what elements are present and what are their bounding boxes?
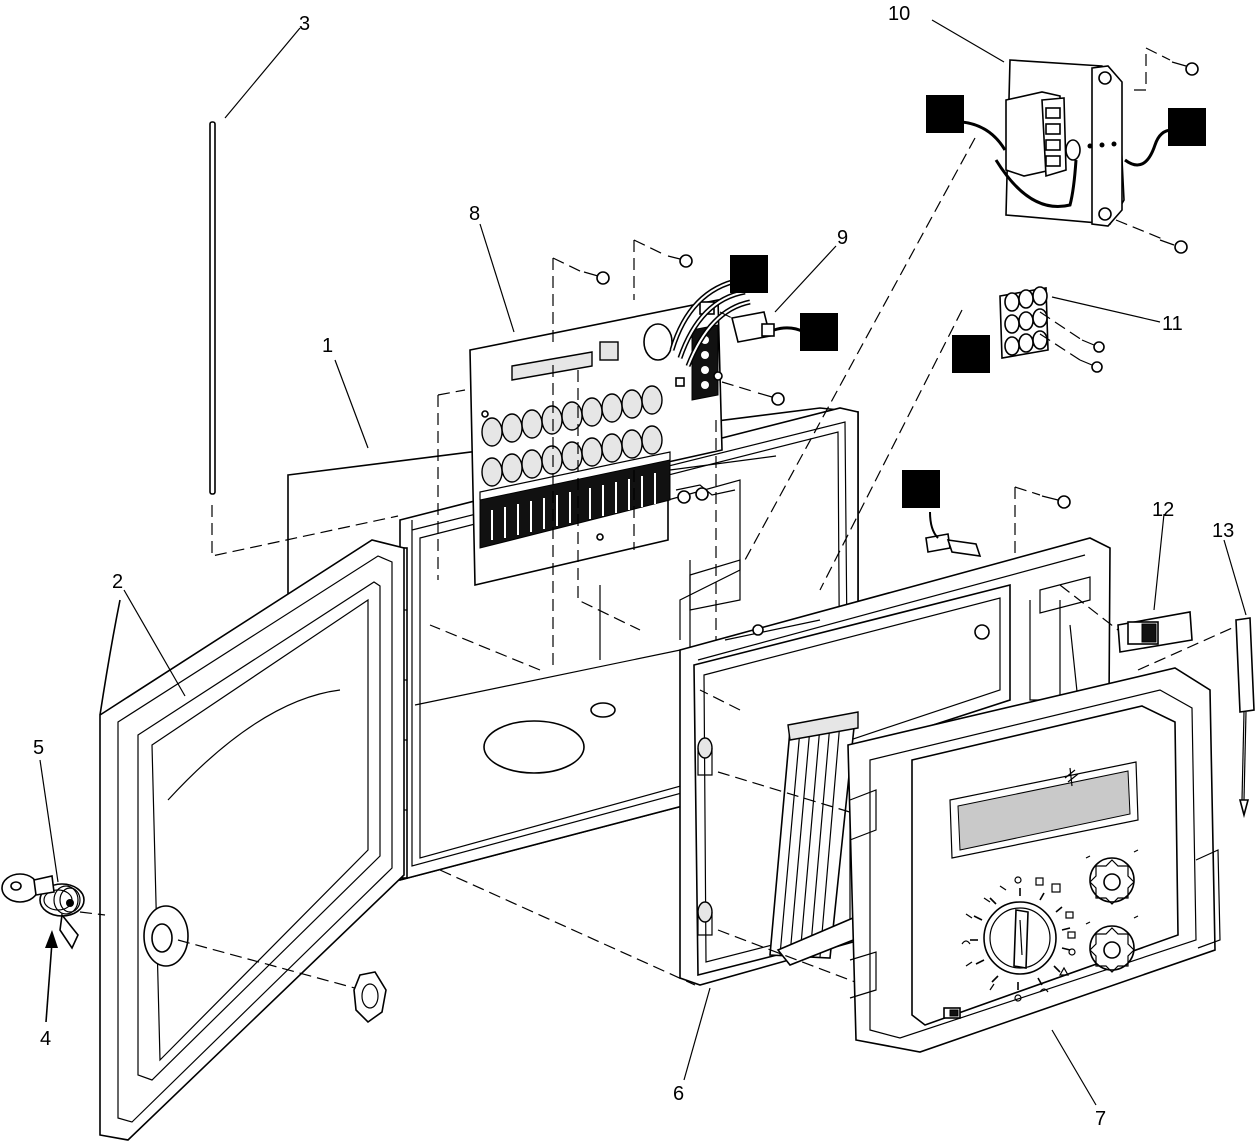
terminal-strip-screws	[1079, 339, 1105, 373]
callout-9: 9	[837, 227, 848, 249]
callout-7: 7	[1095, 1108, 1106, 1130]
transformer	[961, 59, 1173, 227]
lcd-display-frame	[949, 761, 1139, 859]
rotary-knob-upper[interactable]	[1089, 857, 1135, 905]
component-row-top	[481, 385, 663, 447]
board-screws	[583, 254, 785, 406]
conduit-hole-large	[483, 720, 585, 774]
terminal-strip	[999, 286, 1049, 359]
callout-arrow-4	[45, 941, 53, 1023]
hinge-pin-rod	[209, 121, 399, 557]
dial-position-marks	[970, 888, 1071, 990]
callout-labels: 3 1 2 5 4 8 9 10 11 12 13 6 7	[33, 3, 1234, 1130]
callout-1: 1	[322, 335, 333, 357]
terminal-circuit-board	[469, 277, 751, 587]
reference-square-9	[800, 313, 838, 351]
rotary-knob-lower[interactable]	[1089, 925, 1135, 973]
callout-10: 10	[888, 3, 910, 25]
callout-12: 12	[1152, 499, 1174, 521]
lock-key	[1, 873, 55, 903]
dial-function-icons	[961, 876, 1076, 1002]
ribbon-cable	[769, 711, 867, 966]
component-row-bottom	[481, 425, 663, 487]
wire-ends	[925, 511, 982, 557]
function-dial[interactable]	[983, 901, 1057, 975]
callout-8: 8	[469, 203, 480, 225]
wire-connector-plug	[719, 311, 805, 343]
reference-square-10b	[1168, 108, 1206, 146]
reference-square-8	[730, 255, 768, 293]
callout-11: 11	[1162, 313, 1183, 335]
frame-screw	[1041, 495, 1071, 509]
reference-square-wires	[902, 470, 940, 508]
callout-4: 4	[40, 1028, 51, 1050]
adjustment-screwdriver	[1235, 617, 1255, 819]
brand-logo-icon	[1064, 767, 1079, 787]
callout-2: 2	[112, 571, 123, 593]
lock-nut	[353, 971, 387, 1024]
callout-3: 3	[299, 13, 310, 35]
reference-square-11	[952, 335, 990, 373]
cabinet-door	[99, 539, 405, 1141]
leader-lines	[39, 19, 1247, 1106]
callout-13: 13	[1212, 520, 1234, 542]
terminal-block-strip	[479, 451, 671, 549]
transformer-screws	[1159, 61, 1199, 254]
power-switch	[1117, 611, 1193, 653]
callout-6: 6	[673, 1083, 684, 1105]
controller-module	[847, 667, 1221, 1053]
callout-5: 5	[33, 737, 44, 759]
reference-square-10a	[926, 95, 964, 133]
conduit-hole-small	[590, 702, 616, 718]
